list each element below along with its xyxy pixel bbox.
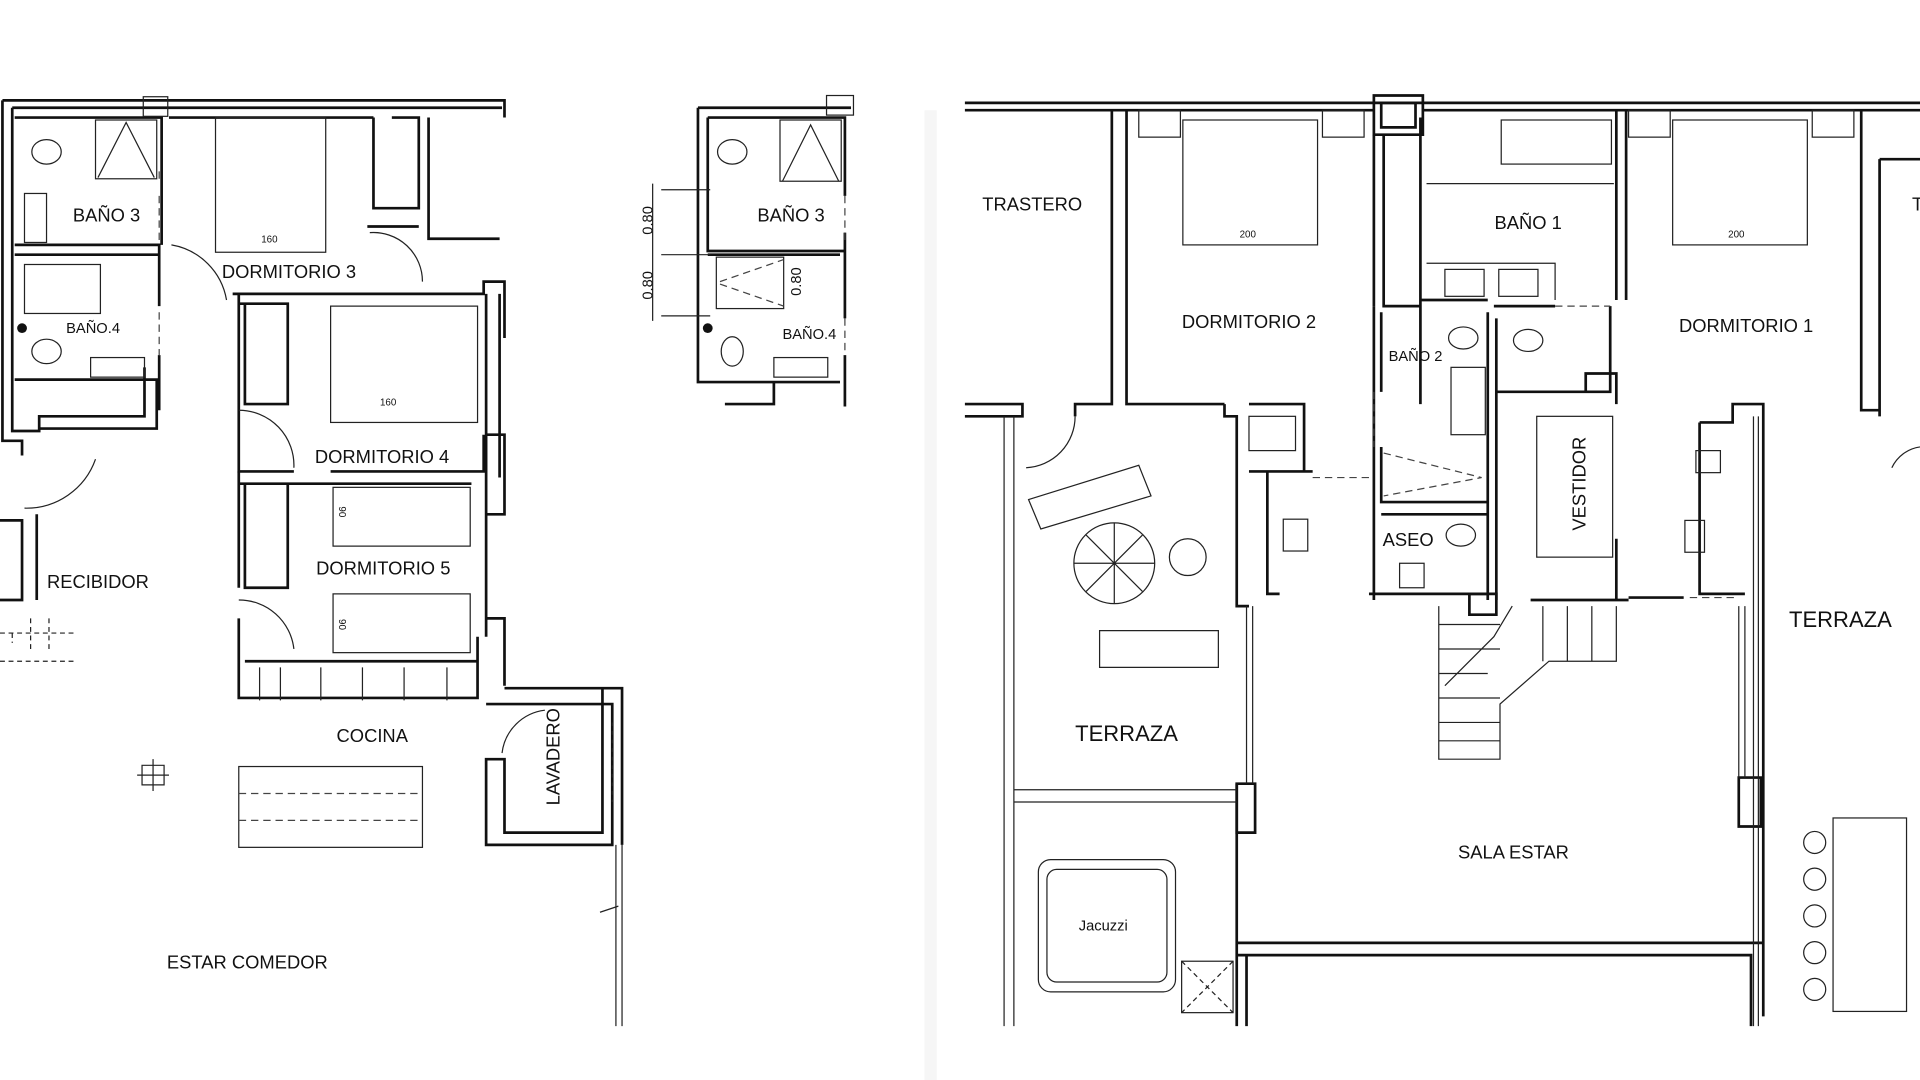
panel-divider xyxy=(924,110,937,1080)
room-label-estar-comedor: ESTAR COMEDOR xyxy=(167,952,328,973)
room-label-bano-3: BAÑO 3 xyxy=(73,205,140,226)
bathroom-detail-plan: 0.80 0.80 0.80 BAÑO 3 BAÑO.4 xyxy=(641,94,855,407)
bed-size-label: 90 xyxy=(336,506,347,517)
right-floor-plan: TRASTERO 200 DORMITORIO 2 BAÑO 1 200 DOR… xyxy=(964,94,1920,1027)
room-label-dormitorio-2: DORMITORIO 2 xyxy=(1182,311,1316,332)
room-label-dormitorio-3: DORMITORIO 3 xyxy=(222,261,356,282)
room-label-dormitorio-5: DORMITORIO 5 xyxy=(316,557,450,578)
dimension-label: 0.80 xyxy=(641,206,657,235)
room-label-lavadero: LAVADERO xyxy=(543,708,564,805)
room-label-dormitorio-1: DORMITORIO 1 xyxy=(1679,315,1813,336)
room-label-cut: T xyxy=(1912,194,1920,215)
bed-size-label: 160 xyxy=(380,397,397,408)
room-label-sala-estar: SALA ESTAR xyxy=(1458,841,1569,862)
room-label-cocina: COCINA xyxy=(337,725,409,746)
bed-size-label: 200 xyxy=(1728,230,1745,241)
room-label-recibidor: RECIBIDOR xyxy=(47,571,149,592)
room-label-terraza: TERRAZA xyxy=(1075,721,1178,746)
bed-size-label: 160 xyxy=(261,234,278,245)
room-label-aseo: ASEO xyxy=(1383,529,1434,550)
room-label-bano-4: BAÑO.4 xyxy=(66,320,120,337)
bed-size-label: 90 xyxy=(336,619,347,630)
room-label-trastero: TRASTERO xyxy=(982,194,1082,215)
left-floor-plan: BAÑO 3 160 DORMITORIO 3 BAÑO.4 160 DORMI… xyxy=(0,96,624,1027)
dining-chairs xyxy=(1803,830,1827,1002)
bed-size-label: 200 xyxy=(1240,230,1257,241)
dimension-label: 0.80 xyxy=(641,271,657,300)
room-label-bano-2: BAÑO 2 xyxy=(1389,348,1443,365)
room-label-bano-4: BAÑO.4 xyxy=(782,326,836,343)
jacuzzi-label: Jacuzzi xyxy=(1079,919,1128,935)
room-label-bano-3: BAÑO 3 xyxy=(757,205,824,226)
room-label-dormitorio-4: DORMITORIO 4 xyxy=(315,446,449,467)
room-label-vestidor: VESTIDOR xyxy=(1569,437,1590,531)
room-label-terraza: TERRAZA xyxy=(1789,607,1892,632)
room-label-bano-1: BAÑO 1 xyxy=(1494,212,1561,233)
dimension-label: 0.80 xyxy=(789,267,805,296)
